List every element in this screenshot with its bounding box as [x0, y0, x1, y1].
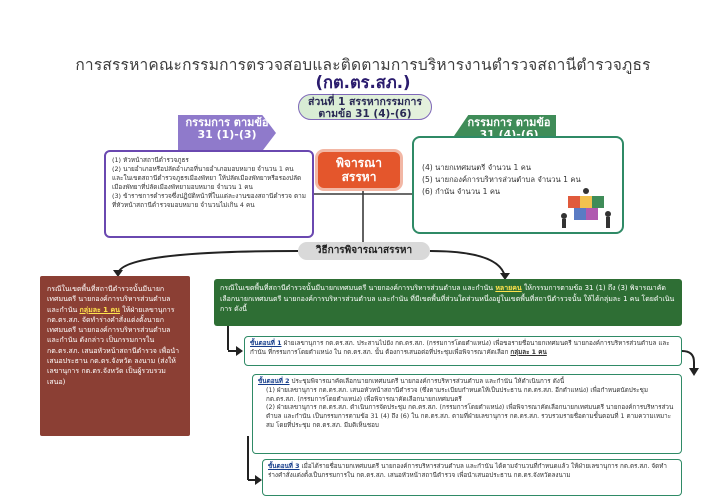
step-text: เมื่อได้รายชื่อนายกเทศมนตรี นายกองค์การบ…	[268, 463, 667, 479]
case-text: กรณีในเขตพื้นที่สถานีตำรวจนั้นมีนายกเทศม…	[47, 285, 171, 314]
step-3-box: ขั้นตอนที่ 3 เมื่อได้รายชื่อนายกเทศมนตรี…	[262, 459, 682, 496]
step-2-box: ขั้นตอนที่ 2 ประชุมพิจารณาคัดเลือกนายกเท…	[252, 374, 682, 454]
method-label: วิธีการพิจารณาสรรหา	[298, 242, 430, 260]
step-label: ขั้นตอนที่ 2	[258, 378, 290, 385]
puzzle-team-illustration	[561, 188, 611, 228]
part-one-label: ส่วนที่ 1 สรรหากรรมการ ตามข้อ 31 (4)-(6)	[298, 94, 432, 120]
multiple-candidate-case-box: กรณีในเขตพื้นที่สถานีตำรวจนั้นมีนายกเทศม…	[214, 279, 682, 326]
step-text: ฝ่ายเลขานุการ กต.ตร.สภ. ประสานไปยัง กต.ต…	[250, 340, 670, 356]
single-candidate-case-box: กรณีในเขตพื้นที่สถานีตำรวจนั้นมีนายกเทศม…	[40, 276, 190, 436]
case-highlight: หลายคน	[495, 284, 522, 292]
step-text: ประชุมพิจารณาคัดเลือกนายกเทศมนตรี นายกอง…	[291, 378, 565, 385]
step-label: ขั้นตอนที่ 3	[268, 463, 300, 470]
step-sub-item: (1) ฝ่ายเลขานุการ กต.ตร.สภ. เสนอหัวหน้าส…	[266, 386, 648, 403]
consider-recruit-label: พิจารณา สรรหา	[318, 152, 400, 188]
list-item: (2) นายอำเภอหรือปลัดอำเภอที่นายอำเภอมอบห…	[112, 165, 302, 191]
left-committee-box: (1) หัวหน้าสถานีตำรวจภูธร (2) นายอำเภอหร…	[104, 150, 314, 238]
step-highlight: กลุ่มละ 1 คน	[510, 348, 547, 356]
page-title: การสรรหาคณะกรรมการตรวจสอบและติดตามการบริ…	[75, 56, 651, 74]
page-subtitle: (กต.ตร.สภ.)	[315, 73, 411, 92]
left-committee-header: กรรมการ ตามข้อ 31 (1)-(3)	[178, 115, 276, 151]
case-text: กรณีในเขตพื้นที่สถานีตำรวจนั้นมีนายกเทศม…	[220, 284, 494, 292]
step-sub-item: (2) ฝ่ายเลขานุการ กต.ตร.สภ. ดำเนินการจัด…	[266, 404, 674, 429]
list-item: (6) กำนัน จำนวน 1 คน	[422, 187, 501, 196]
step-1-box: ขั้นตอนที่ 1 ฝ่ายเลขานุการ กต.ตร.สภ. ประ…	[244, 336, 682, 366]
list-item: (1) หัวหน้าสถานีตำรวจภูธร	[112, 156, 189, 164]
case-highlight: กลุ่มละ 1 คน	[79, 305, 120, 314]
list-item: (3) ข้าราชการตำรวจซึ่งปฏิบัติหน้าที่ในแต…	[112, 192, 306, 209]
list-item: (5) นายกองค์การบริหารส่วนตำบล จำนวน 1 คน	[422, 175, 581, 184]
case-text-continued: ให้กรรมการตามข้อ 31 (1) ถึง (3) พิจารณาค…	[220, 284, 675, 313]
case-text-continued: ให้ฝ่ายเลขานุการ กต.ตร.สภ. จัดทำร่างคำสั…	[47, 305, 180, 386]
list-item: (4) นายกเทศมนตรี จำนวน 1 คน	[422, 163, 532, 172]
step-label: ขั้นตอนที่ 1	[250, 340, 282, 347]
